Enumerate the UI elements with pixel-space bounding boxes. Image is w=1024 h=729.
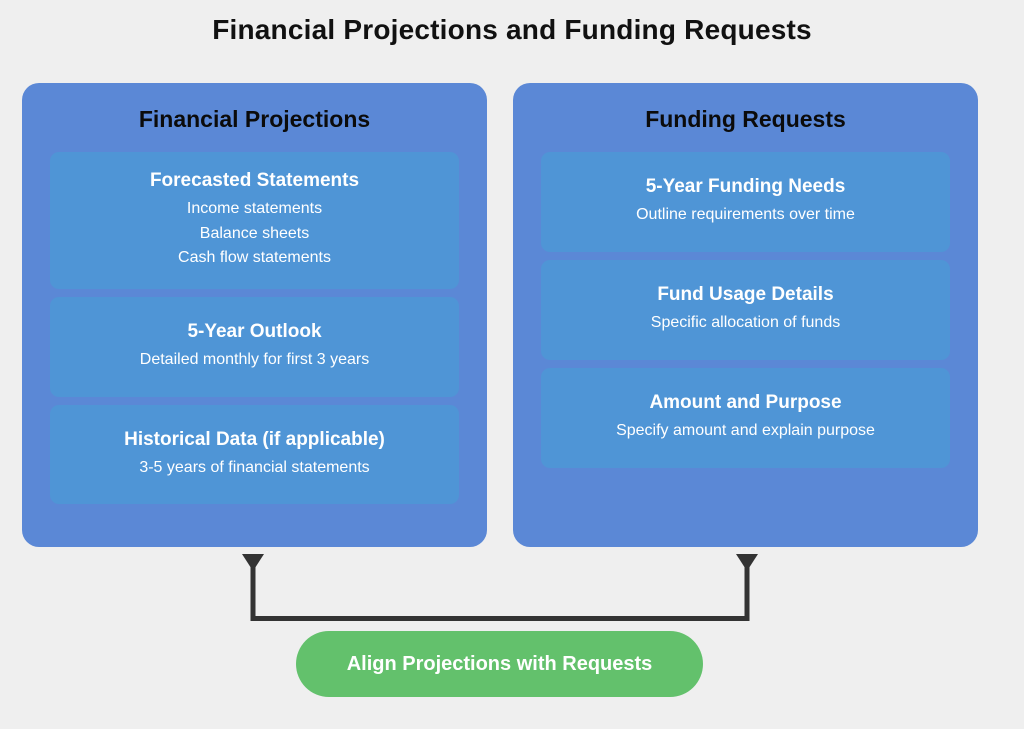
subcard-heading: Amount and Purpose: [649, 392, 842, 414]
subcard-line: Income statements: [186, 199, 323, 217]
subcard-line: Balance sheets: [199, 224, 310, 242]
subcard-line: Cash flow statements: [178, 249, 331, 267]
subcard-heading: 5-Year Outlook: [187, 321, 322, 343]
subcard-heading: Fund Usage Details: [657, 284, 834, 306]
subcard-line: Specific allocation of funds: [650, 314, 841, 332]
subcard-line: Detailed monthly for first 3 years: [139, 351, 370, 369]
card-funding-requests[interactable]: Funding Requests 5-Year Funding Needs Ou…: [513, 83, 978, 547]
subcard-line: Outline requirements over time: [636, 206, 855, 224]
arrowhead-down-icon: [242, 554, 264, 571]
card-title-funding-requests: Funding Requests: [645, 106, 846, 132]
subcard-heading: Historical Data (if applicable): [124, 428, 385, 450]
subcard-amount-and-purpose[interactable]: Amount and Purpose Specify amount and ex…: [541, 367, 950, 468]
subcard-5-year-outlook[interactable]: 5-Year Outlook Detailed monthly for firs…: [50, 296, 459, 397]
card-title-financial-projections: Financial Projections: [138, 106, 371, 132]
subcard-heading: Forecasted Statements: [149, 170, 360, 192]
outcome-pill-align-projections-with-requests[interactable]: Align Projections with Requests: [296, 631, 703, 697]
arrowhead-down-icon: [736, 554, 758, 571]
subcard-heading: 5-Year Funding Needs: [645, 176, 846, 198]
subcard-historical-data[interactable]: Historical Data (if applicable) 3-5 year…: [50, 404, 459, 504]
subcard-fund-usage-details[interactable]: Fund Usage Details Specific allocation o…: [541, 259, 950, 360]
card-financial-projections[interactable]: Financial Projections Forecasted Stateme…: [22, 83, 487, 547]
page-title: Financial Projections and Funding Reques…: [212, 14, 812, 45]
bracket-connector: [242, 554, 758, 621]
subcard-5-year-funding-needs[interactable]: 5-Year Funding Needs Outline requirement…: [541, 151, 950, 252]
subcard-line: 3-5 years of financial statements: [139, 458, 370, 476]
outcome-pill-label: Align Projections with Requests: [346, 652, 653, 675]
diagram-columns: Financial Projections Forecasted Stateme…: [22, 83, 978, 547]
subcard-forecasted-statements[interactable]: Forecasted Statements Income statements …: [50, 151, 459, 289]
subcard-line: Specify amount and explain purpose: [616, 422, 875, 440]
